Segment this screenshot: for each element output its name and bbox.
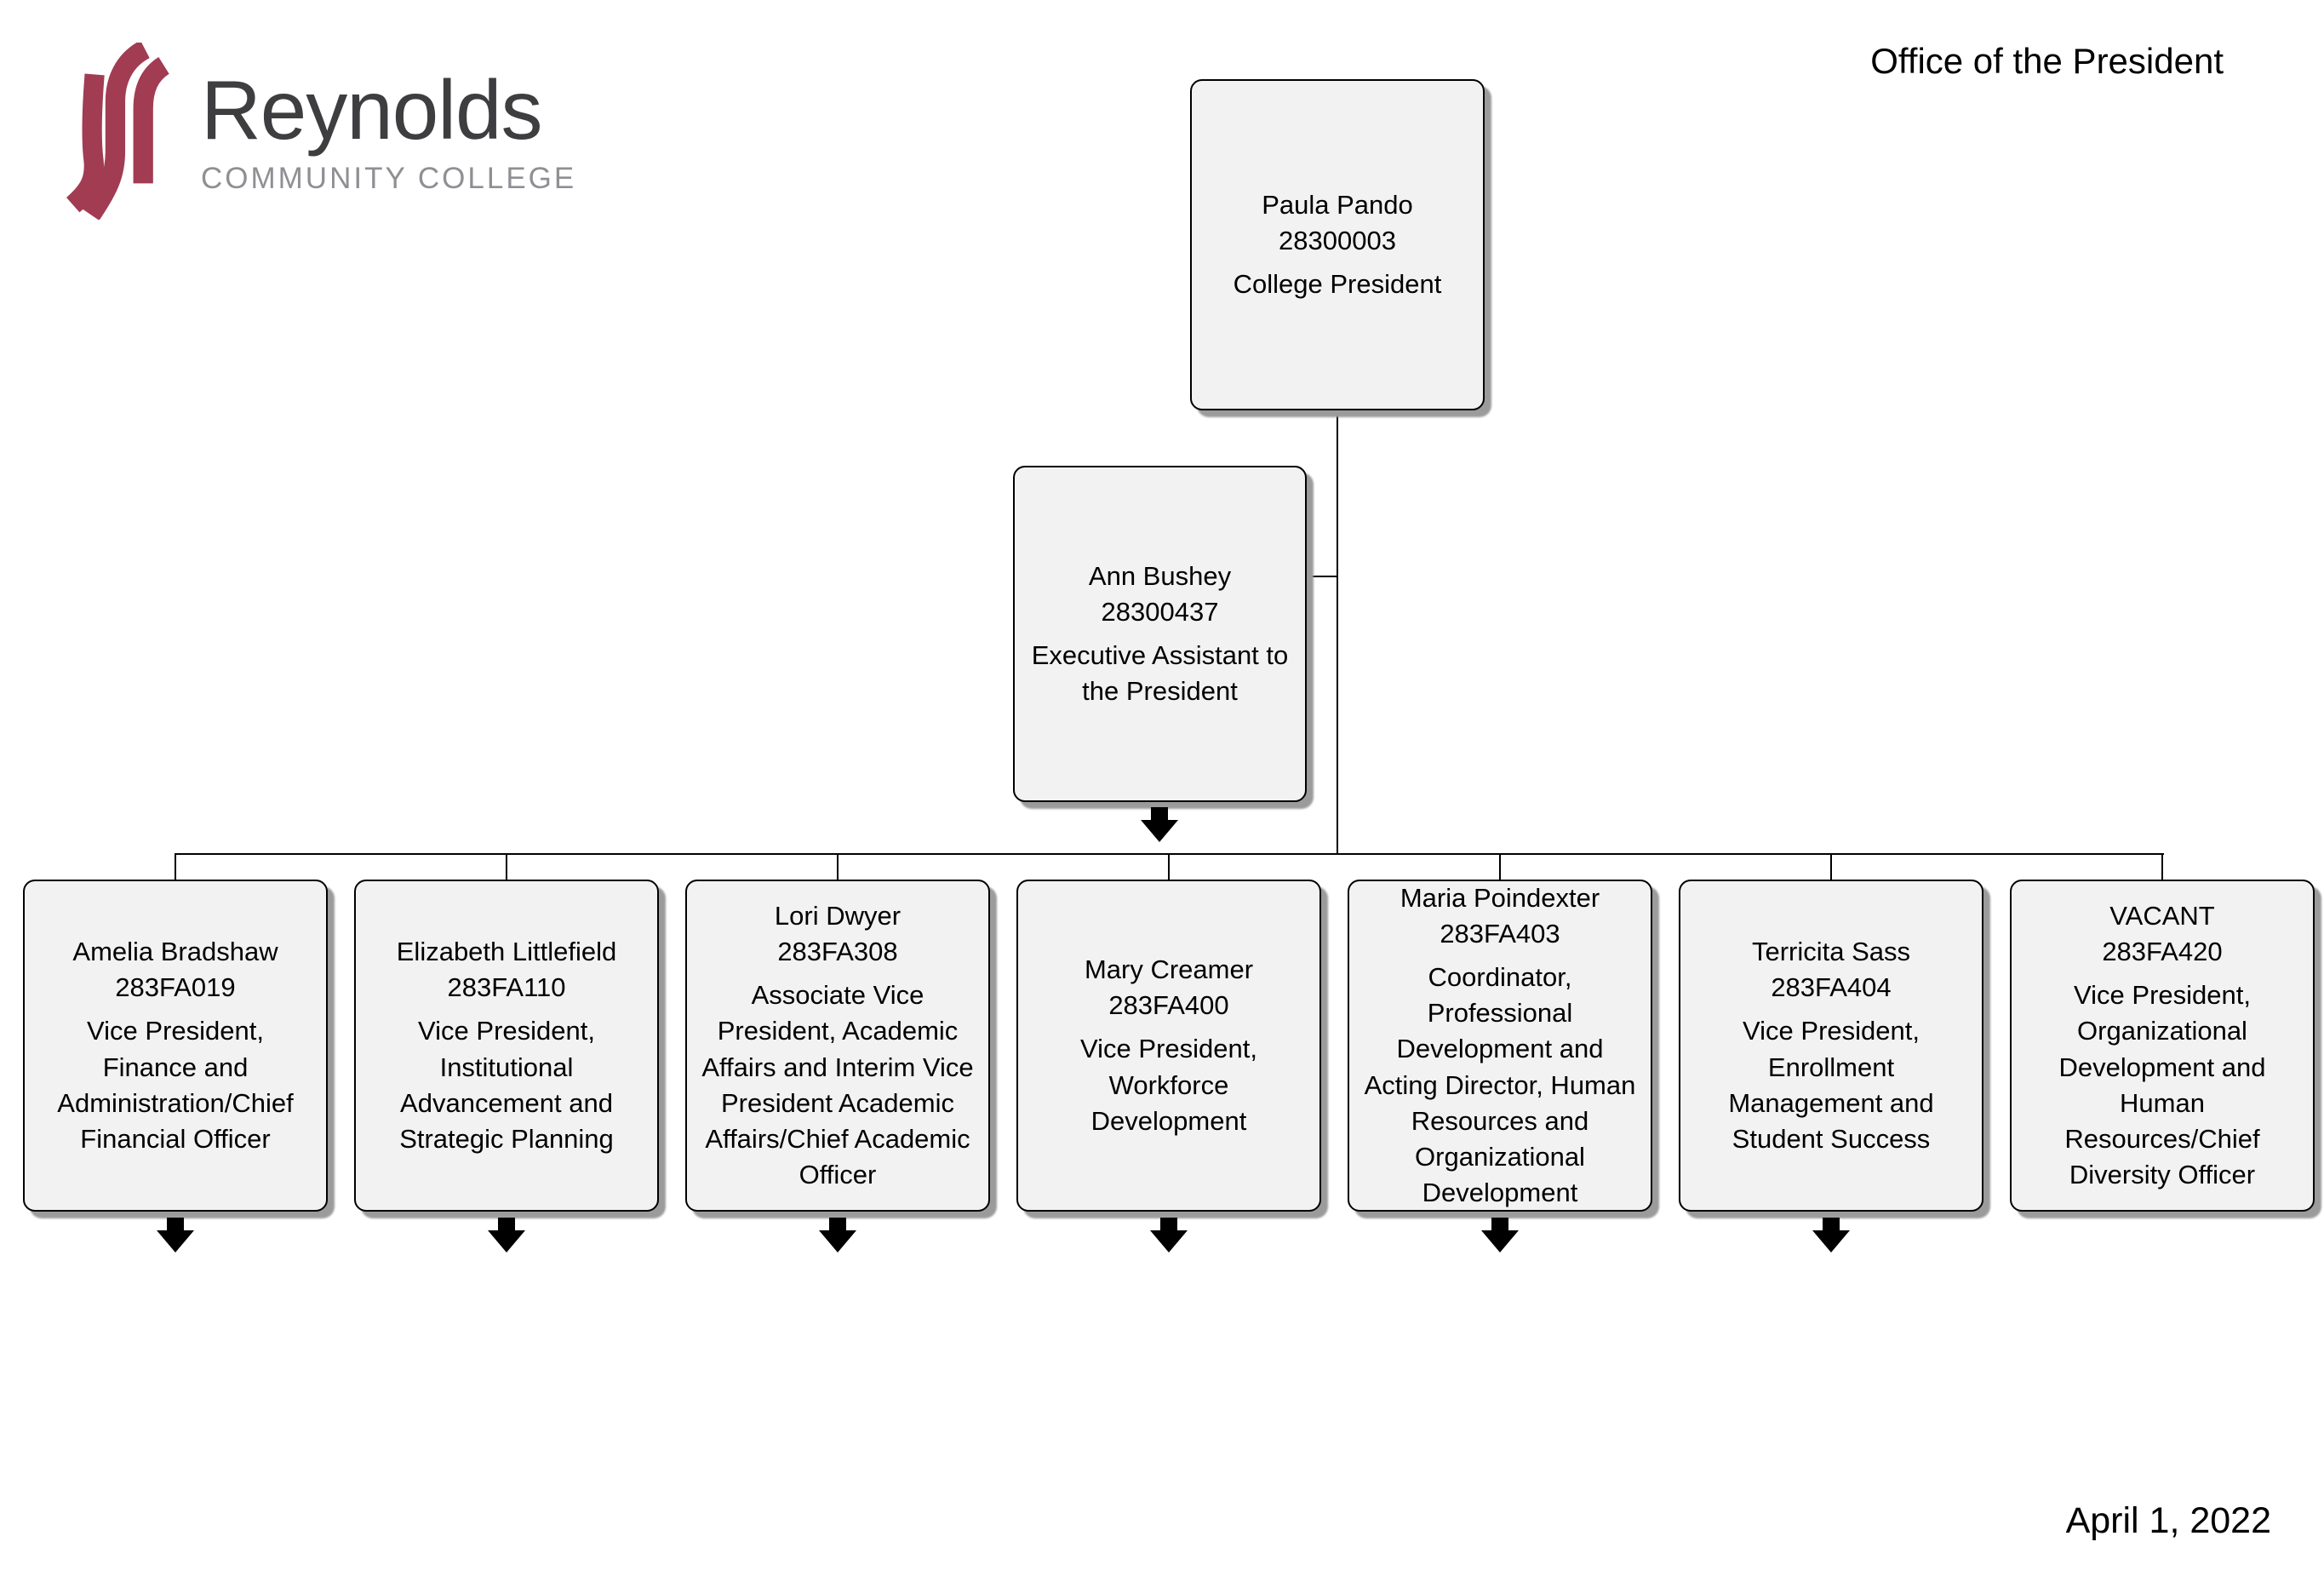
node-id: 283FA403 (1440, 918, 1560, 949)
org-node-report: Mary Creamer 283FA400 Vice President, Wo… (1016, 880, 1321, 1212)
connector-stub (1168, 853, 1170, 880)
reynolds-logo: Reynolds COMMUNITY COLLEGE (61, 43, 576, 220)
node-title: Vice President, Institutional Advancemen… (399, 1016, 614, 1154)
connector-stub (506, 853, 507, 880)
node-name: Ann Bushey (1088, 560, 1232, 591)
down-arrow-icon (819, 1218, 856, 1252)
connector-stub (175, 853, 176, 880)
node-title: Vice President, Finance and Administrati… (57, 1016, 294, 1154)
org-node-report: VACANT 283FA420 Vice President, Organiza… (2010, 880, 2315, 1212)
org-node-report: Terricita Sass 283FA404 Vice President, … (1679, 880, 1983, 1212)
node-id: 283FA308 (777, 937, 898, 967)
node-id: 283FA400 (1108, 990, 1229, 1021)
node-id: 283FA019 (115, 972, 236, 1003)
down-arrow-icon (1150, 1218, 1188, 1252)
page-date: April 1, 2022 (2065, 1500, 2271, 1541)
node-name: Lori Dwyer (774, 900, 902, 931)
node-title: Vice President, Organizational Developme… (2058, 980, 2266, 1189)
connector-root-vertical (1337, 410, 1338, 855)
node-name: VACANT (2109, 900, 2215, 931)
node-name: Terricita Sass (1751, 937, 1911, 967)
down-arrow-icon (1141, 807, 1178, 842)
logo-brand-text: Reynolds (201, 63, 543, 157)
org-node-report: Lori Dwyer 283FA308 Associate Vice Presi… (685, 880, 990, 1212)
connector-stub (1830, 853, 1832, 880)
node-title: Coordinator, Professional Development an… (1364, 962, 1636, 1208)
org-node-president: Paula Pando 28300003 College President (1190, 79, 1485, 410)
down-arrow-icon (1481, 1218, 1519, 1252)
page-title: Office of the President (1870, 41, 2224, 81)
node-title: Associate Vice President, Academic Affai… (701, 980, 974, 1189)
reynolds-logo-icon (66, 43, 170, 220)
down-arrow-icon (488, 1218, 525, 1252)
logo-sub-text: COMMUNITY COLLEGE (201, 162, 577, 195)
org-node-executive-assistant: Ann Bushey 28300437 Executive Assistant … (1013, 466, 1307, 802)
node-title: Executive Assistant to the President (1031, 640, 1289, 707)
node-name: Mary Creamer (1084, 954, 1254, 985)
connector-assistant (1307, 576, 1337, 577)
connector-stub (837, 853, 839, 880)
org-node-report: Elizabeth Littlefield 283FA110 Vice Pres… (354, 880, 659, 1212)
down-arrow-icon (1812, 1218, 1850, 1252)
org-node-report: Amelia Bradshaw 283FA019 Vice President,… (23, 880, 328, 1212)
node-title: Vice President, Workforce Development (1080, 1034, 1257, 1136)
node-id: 28300003 (1279, 225, 1396, 255)
node-name: Amelia Bradshaw (72, 937, 278, 967)
org-node-report: Maria Poindexter 283FA403 Coordinator, P… (1348, 880, 1652, 1212)
node-name: Paula Pando (1262, 189, 1413, 220)
node-id: 28300437 (1101, 596, 1219, 627)
node-id: 283FA404 (1771, 972, 1892, 1003)
node-name: Elizabeth Littlefield (396, 937, 617, 967)
node-id: 283FA420 (2102, 937, 2223, 967)
connector-stub (2161, 853, 2163, 880)
down-arrow-icon (157, 1218, 194, 1252)
node-title: Vice President, Enrollment Management an… (1728, 1016, 1934, 1154)
node-id: 283FA110 (447, 972, 566, 1003)
connector-stub (1499, 853, 1501, 880)
node-title: College President (1233, 269, 1442, 300)
node-name: Maria Poindexter (1400, 882, 1600, 913)
